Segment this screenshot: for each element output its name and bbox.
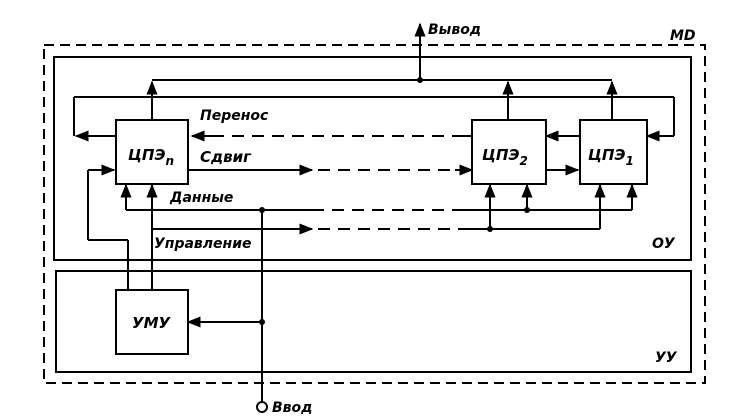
carry-label: Перенос xyxy=(200,108,269,124)
cpe-1-label: ЦПЭ1 xyxy=(588,146,634,168)
operational-unit-frame xyxy=(53,56,692,261)
shift-label: Сдвиг xyxy=(200,148,252,166)
control-unit-frame xyxy=(55,270,692,373)
umu-block xyxy=(115,289,189,355)
cpe-n-label: ЦПЭn xyxy=(128,146,174,168)
umu-label: УМУ xyxy=(132,314,171,332)
data-label: Данные xyxy=(169,190,233,206)
input-junction-umu xyxy=(259,319,265,325)
operational-unit-label: ОУ xyxy=(652,236,676,252)
output-label: Вывод xyxy=(428,22,481,38)
module-frame xyxy=(43,44,706,384)
module-label: МD xyxy=(670,28,696,44)
cpe-n-block xyxy=(115,119,189,185)
cpe-1-block xyxy=(579,119,648,185)
input-terminal xyxy=(256,401,268,413)
control-unit-label: УУ xyxy=(655,350,678,366)
control-label: Управление xyxy=(154,236,252,252)
data-junction-2 xyxy=(524,207,530,213)
cpe-2-block xyxy=(471,119,547,185)
control-junction-2 xyxy=(487,226,493,232)
input-label: Ввод xyxy=(272,400,312,416)
cpe-2-label: ЦПЭ2 xyxy=(482,146,528,168)
